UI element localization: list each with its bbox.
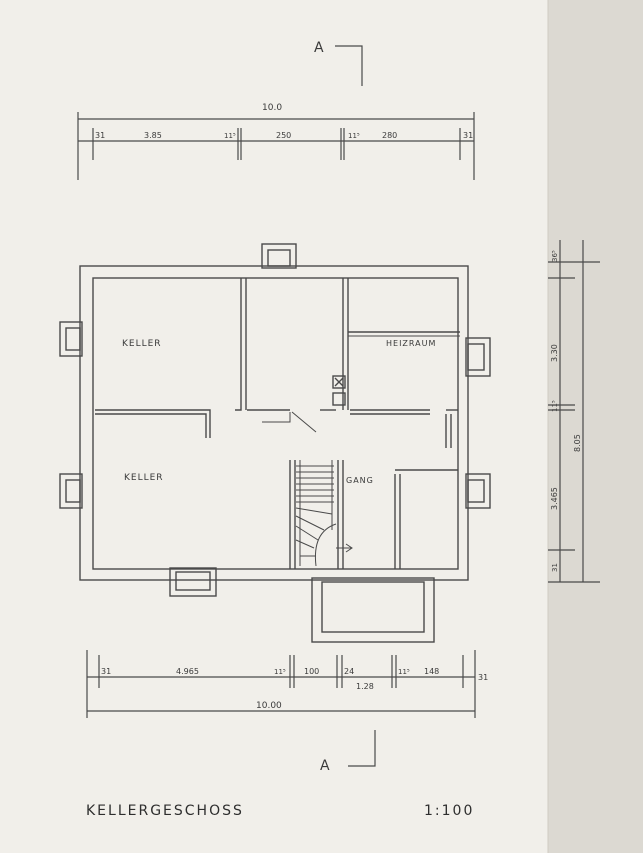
right-dim-seg-2: 3.30	[550, 344, 559, 362]
bottom-dimension-chain	[86, 650, 476, 718]
bottom-dim-seg-5: 24	[344, 667, 354, 676]
right-dimension-chain	[548, 240, 600, 583]
top-dim-seg-3: 11⁵	[224, 132, 236, 140]
plan-scale: 1:100	[424, 803, 474, 819]
bottom-dim-seg-3: 11⁵	[274, 668, 286, 676]
top-dim-seg-6: 280	[382, 131, 397, 140]
drawing-ink	[59, 45, 600, 767]
right-dim-seg-1: 36⁵	[551, 250, 559, 262]
room-label-keller-top: KELLER	[122, 339, 162, 349]
room-label-keller-bottom: KELLER	[124, 473, 164, 483]
right-dim-seg-5: 31	[551, 563, 559, 572]
top-dim-seg-1: 31	[95, 131, 105, 140]
bottom-dim-seg-8: 148	[424, 667, 439, 676]
bottom-dim-overall: 10.00	[256, 701, 282, 711]
paper-fold-shadow	[548, 0, 643, 853]
room-label-heizraum: HEIZRAUM	[386, 339, 436, 348]
section-marker-top: A	[314, 40, 324, 56]
top-dimension-chain	[77, 112, 475, 180]
section-marker-bottom-line	[348, 730, 376, 767]
bottom-dim-seg-1: 31	[101, 667, 111, 676]
building-walls	[59, 243, 491, 643]
bottom-dim-seg-6: 1.28	[356, 682, 374, 691]
bottom-dim-seg-2: 4.965	[176, 667, 199, 676]
bottom-dim-seg-9: 31	[478, 673, 488, 682]
plan-title: KELLERGESCHOSS	[86, 803, 244, 819]
right-dim-seg-4: 3.465	[550, 487, 559, 510]
section-marker-bottom: A	[320, 758, 330, 774]
top-dim-seg-5: 11⁵	[348, 132, 360, 140]
top-dim-seg-4: 250	[276, 131, 291, 140]
room-label-gang: GANG	[346, 476, 374, 485]
right-dim-overall: 8.05	[573, 434, 582, 452]
staircase	[295, 460, 353, 567]
top-dim-seg-2: 3.85	[144, 131, 162, 140]
right-dim-seg-3: 11⁵	[551, 400, 559, 412]
section-marker-top-line	[335, 45, 363, 86]
top-dim-overall: 10.0	[262, 103, 282, 113]
top-dim-seg-7: 31	[463, 131, 473, 140]
door-swings	[262, 411, 317, 433]
bottom-dim-seg-4: 100	[304, 667, 319, 676]
bottom-dim-seg-7: 11⁵	[398, 668, 410, 676]
